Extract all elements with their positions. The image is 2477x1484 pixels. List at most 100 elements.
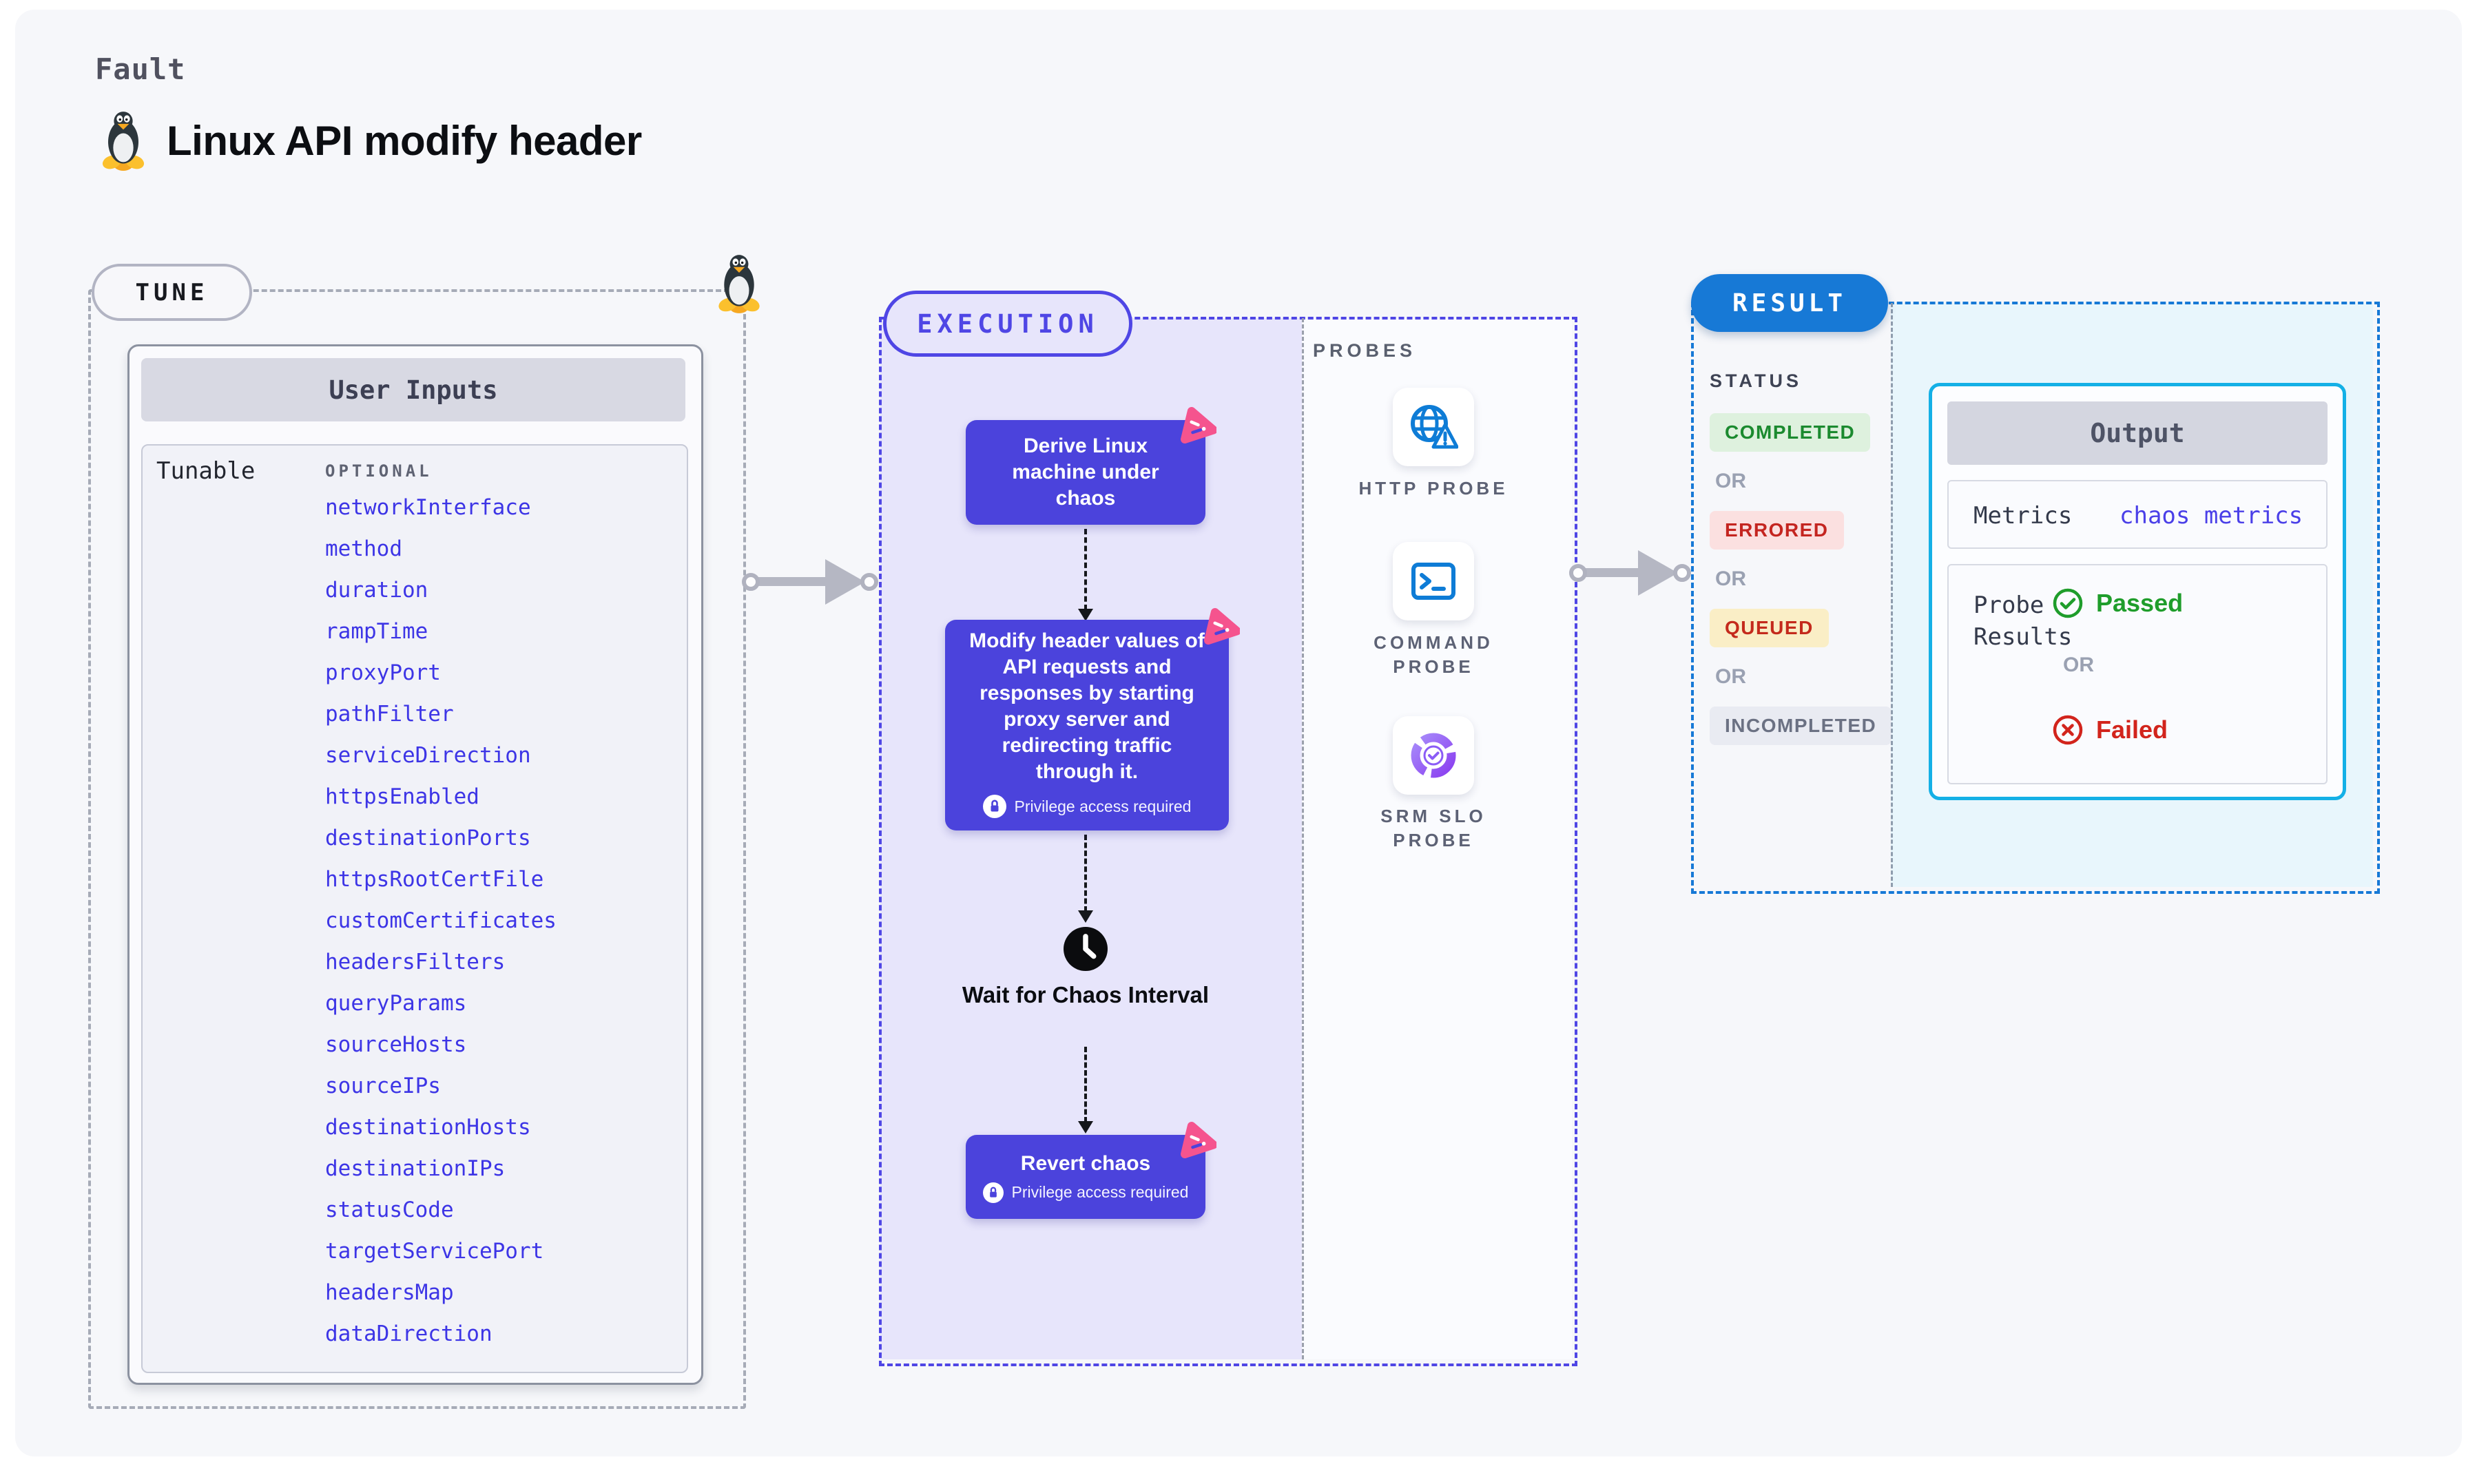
linux-tux-icon [718,255,760,313]
param-link[interactable]: httpsRootCertFile [325,867,544,892]
probe-results-row: Probe Results Passed OR Failed [1947,564,2328,784]
arrowhead-icon [1078,1121,1093,1133]
flow-connector [1084,529,1087,610]
privilege-note: Privilege access required [1014,797,1192,815]
arrowhead-icon [1078,609,1093,621]
tune-panel [88,289,746,1409]
optional-column-header: OPTIONAL [325,461,433,481]
connector-ring [860,573,878,591]
connector-ring [742,573,760,591]
step-modify-header[interactable]: Modify header values of API requests and… [945,620,1229,830]
param-link[interactable]: customCertificates [325,908,557,933]
result-panel-border [1691,302,2380,894]
status-badge-completed: COMPLETED [1710,413,1871,452]
param-link[interactable]: sourceHosts [325,1032,467,1057]
http-probe-card[interactable] [1393,388,1474,466]
linux-tux-icon [101,112,146,171]
param-link[interactable]: httpsEnabled [325,784,479,809]
param-list: networkInterface method duration rampTime pr… [325,487,683,1355]
chaos-icon [1175,404,1216,445]
metrics-label: Metrics [1973,502,2073,530]
param-link[interactable]: duration [325,578,428,603]
x-circle-icon [2053,715,2083,745]
probe-results-label: Probe Results [1973,592,2073,651]
param-link[interactable]: headersMap [325,1280,454,1305]
metrics-row: Metrics chaos metrics [1947,480,2328,549]
connector-ring [1673,564,1691,582]
or-label: OR [2063,654,2094,676]
param-link[interactable]: method [325,536,402,561]
status-badge-errored: ERRORED [1710,511,1844,550]
output-card: Output Metrics chaos metrics Probe Resul… [1929,383,2346,800]
param-link[interactable]: destinationIPs [325,1156,506,1181]
param-link[interactable]: pathFilter [325,702,454,727]
tunable-list-box [141,444,688,1373]
failed-verdict: Failed [2052,714,2168,746]
result-badge: RESULT [1691,274,1888,332]
param-link[interactable]: dataDirection [325,1321,493,1346]
tunable-row-label: Tunable [156,457,256,485]
step-modify-label: Modify header values of API requests and… [969,629,1205,784]
http-probe-label: HTTP PROBE [1358,478,1509,499]
command-probe-card[interactable] [1393,542,1474,620]
clock-icon [1064,927,1108,971]
check-circle-icon [2053,588,2083,618]
srm-slo-probe-label: SRM SLO PROBE [1380,806,1486,851]
user-inputs-header: User Inputs [141,358,685,421]
slo-donut-icon [1411,733,1456,778]
flow-connector [1084,1047,1087,1122]
globe-alert-icon [1411,405,1458,449]
arrowhead-icon [1638,550,1678,596]
step-revert-chaos[interactable]: Revert chaos Privilege access required [966,1135,1205,1219]
probes-section-label: PROBES [1313,340,1417,361]
param-link[interactable]: proxyPort [325,660,441,685]
param-link[interactable]: serviceDirection [325,743,531,768]
lock-icon [982,795,1006,819]
passed-verdict: Passed [2052,587,2183,619]
or-label: OR [1715,567,1746,590]
result-divider [1891,303,1893,887]
privilege-note-row: Privilege access required [982,1182,1189,1204]
fault-kicker: Fault [95,52,186,86]
failed-label: Failed [2096,715,2168,744]
step-revert-label: Revert chaos [1020,1151,1151,1175]
status-section-label: STATUS [1710,370,1802,391]
tune-to-execution-arrow [758,577,827,586]
tune-badge: TUNE [92,264,252,321]
chaos-metrics-link[interactable]: chaos metrics [2120,502,2303,530]
param-link[interactable]: networkInterface [325,495,531,520]
flow-connector [1084,835,1087,912]
param-link[interactable]: rampTime [325,619,428,644]
param-link[interactable]: targetServicePort [325,1239,544,1264]
privilege-note: Privilege access required [1011,1183,1189,1202]
probes-to-result-arrow [1584,568,1639,577]
execution-panel-border [879,317,1577,1366]
param-link[interactable]: destinationHosts [325,1115,531,1140]
privilege-note-row: Privilege access required [982,795,1192,819]
output-header: Output [1947,401,2328,465]
command-probe-label: COMMAND PROBE [1374,632,1493,678]
chaos-icon [1199,605,1240,646]
step-derive-machine[interactable]: Derive Linux machine under chaos [966,420,1205,525]
execution-badge: EXECUTION [883,291,1132,357]
chaos-icon [1175,1118,1216,1160]
or-label: OR [1715,470,1746,492]
srm-slo-probe-card[interactable] [1393,716,1474,795]
param-link[interactable]: sourceIPs [325,1074,441,1098]
arrowhead-icon [1078,910,1093,923]
passed-label: Passed [2096,589,2184,617]
arrowhead-icon [825,559,865,605]
status-badge-incompleted: INCOMPLETED [1710,707,1892,745]
connector-ring [1569,564,1587,582]
wait-chaos-interval-label: Wait for Chaos Interval [962,982,1210,1007]
probes-area [1302,318,1572,1359]
page-title-row: Linux API modify header [101,110,642,171]
terminal-icon [1411,563,1455,600]
or-label: OR [1715,665,1746,688]
step-derive-label: Derive Linux machine under chaos [1012,434,1159,510]
param-link[interactable]: queryParams [325,991,467,1016]
status-badge-queued: QUEUED [1710,609,1829,647]
param-link[interactable]: destinationPorts [325,826,531,850]
param-link[interactable]: headersFilters [325,950,506,974]
param-link[interactable]: statusCode [325,1198,454,1222]
